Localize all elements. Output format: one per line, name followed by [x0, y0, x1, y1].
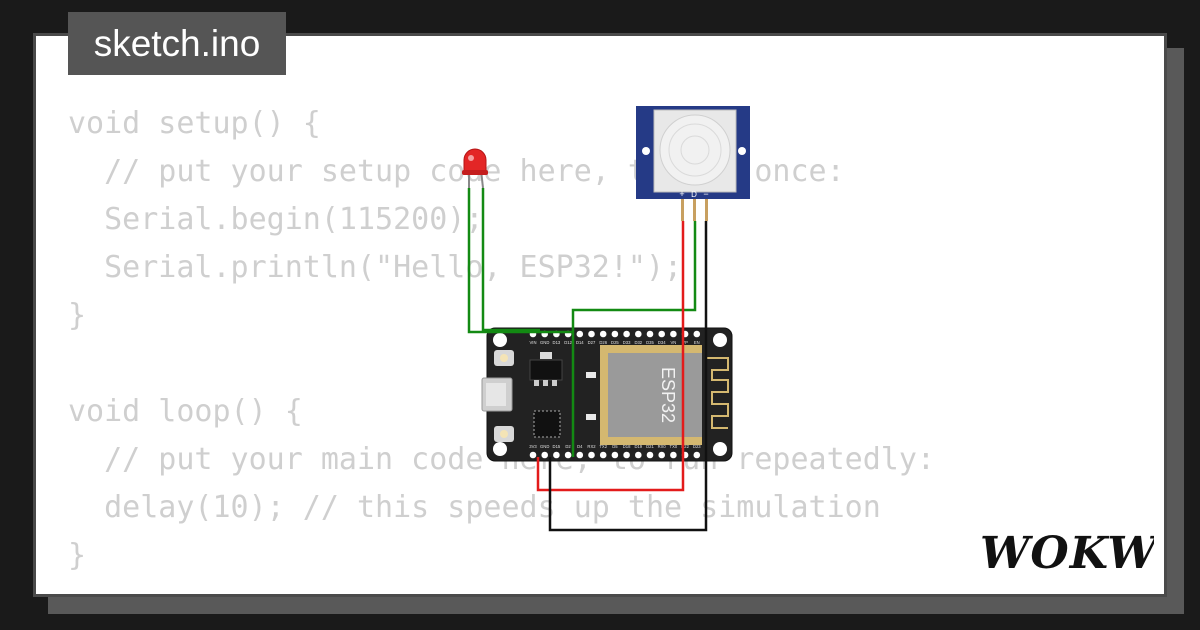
- esp32-bottom-pin[interactable]: [541, 451, 548, 459]
- esp32-bottom-pin[interactable]: [529, 451, 537, 459]
- esp32-top-pin[interactable]: [623, 330, 630, 338]
- code-line: }: [68, 538, 87, 573]
- esp32-top-pin-label: VIN: [530, 340, 537, 345]
- esp32-top-pin[interactable]: [670, 330, 677, 338]
- file-tab[interactable]: sketch.ino: [68, 12, 286, 75]
- wokwi-logo-text: WOKWi: [980, 528, 1154, 579]
- esp32-bottom-pin[interactable]: [576, 451, 584, 459]
- code-line: }: [68, 298, 87, 333]
- esp32-top-pin-label: VN: [670, 340, 676, 345]
- esp32-top-pin[interactable]: [611, 330, 619, 338]
- esp32-bottom-pin[interactable]: [553, 451, 560, 459]
- esp32-bottom-pin-label: 3V3: [529, 444, 537, 449]
- esp32-top-pin-label: D32: [634, 340, 642, 345]
- esp32-top-pin-label: GND: [540, 340, 549, 345]
- esp32-top-pin[interactable]: [588, 330, 595, 338]
- esp32-bottom-pin-label: D4: [577, 444, 583, 449]
- pir-pin-data-label: D: [691, 190, 697, 199]
- code-line: void loop() {: [68, 394, 303, 429]
- esp32-top-pin-label: D34: [658, 340, 666, 345]
- esp32-bottom-pin[interactable]: [635, 451, 642, 459]
- esp32-top-pin-label: VP: [682, 340, 688, 345]
- preview-card: [33, 33, 1167, 597]
- esp32-bottom-pin-label: D18: [623, 444, 631, 449]
- esp32-bottom-pin-label: D15: [553, 444, 561, 449]
- esp32-bottom-pin[interactable]: [670, 451, 677, 459]
- esp32-bottom-pin[interactable]: [658, 451, 665, 459]
- esp32-bottom-pin[interactable]: [693, 451, 701, 459]
- esp32-top-pin-label: D35: [646, 340, 654, 345]
- esp32-bottom-pin-label: D22: [681, 444, 689, 449]
- esp32-top-pin[interactable]: [599, 330, 607, 338]
- esp32-bottom-pin[interactable]: [611, 451, 619, 459]
- esp32-bottom-pin[interactable]: [623, 451, 630, 459]
- esp32-bottom-pin-label: D2: [565, 444, 571, 449]
- esp32-top-pin[interactable]: [658, 330, 665, 338]
- pir-pin-gnd-label: −: [703, 189, 708, 199]
- pir-motion-sensor[interactable]: + D −: [636, 106, 750, 221]
- esp32-bottom-pin-label: RX2: [587, 444, 596, 449]
- esp32-bottom-pin[interactable]: [564, 451, 572, 459]
- esp32-top-pin[interactable]: [576, 330, 584, 338]
- esp32-top-pin-label: D25: [611, 340, 619, 345]
- code-line: delay(10); // this speeds up the simulat…: [68, 490, 881, 525]
- wires: [467, 188, 708, 532]
- esp32-top-pin-label: D13: [553, 340, 561, 345]
- esp32-top-pin-label: EN: [694, 340, 700, 345]
- esp32-bottom-pin-label: D19: [634, 444, 642, 449]
- code-line: Serial.begin(115200);: [68, 202, 484, 237]
- esp32-bottom-pin[interactable]: [646, 451, 654, 459]
- esp32-bottom-pin-label: D23: [693, 444, 701, 449]
- esp32-bottom-pin-label: TX2: [599, 444, 607, 449]
- esp32-bottom-pin-label: TX0: [670, 444, 678, 449]
- esp32-bottom-pin[interactable]: [588, 451, 595, 459]
- esp32-top-pin-label: D12: [564, 340, 572, 345]
- esp32-chip-label: ESP32: [658, 367, 678, 423]
- esp32-top-pin-label: D14: [576, 340, 584, 345]
- esp32-bottom-pin-label: D21: [646, 444, 654, 449]
- pir-pin-vcc-label: +: [679, 189, 684, 199]
- red-led[interactable]: [462, 148, 488, 189]
- esp32-top-pin-label: D27: [588, 340, 596, 345]
- esp32-bottom-pin[interactable]: [599, 451, 607, 459]
- esp32-top-pin-label: D26: [599, 340, 607, 345]
- esp32-top-pin[interactable]: [646, 330, 654, 338]
- esp32-top-pin[interactable]: [635, 330, 642, 338]
- wokwi-logo: WOKWi: [980, 528, 1154, 579]
- code-line: Serial.println("Hello, ESP32!");: [68, 250, 683, 285]
- esp32-top-pin-label: D33: [623, 340, 631, 345]
- esp32-bottom-pin-label: RX0: [658, 444, 667, 449]
- esp32-bottom-pin-label: D5: [612, 444, 618, 449]
- esp32-bottom-pin-label: GND: [540, 444, 549, 449]
- code-line: void setup() {: [68, 106, 321, 141]
- esp32-top-pin[interactable]: [693, 330, 701, 338]
